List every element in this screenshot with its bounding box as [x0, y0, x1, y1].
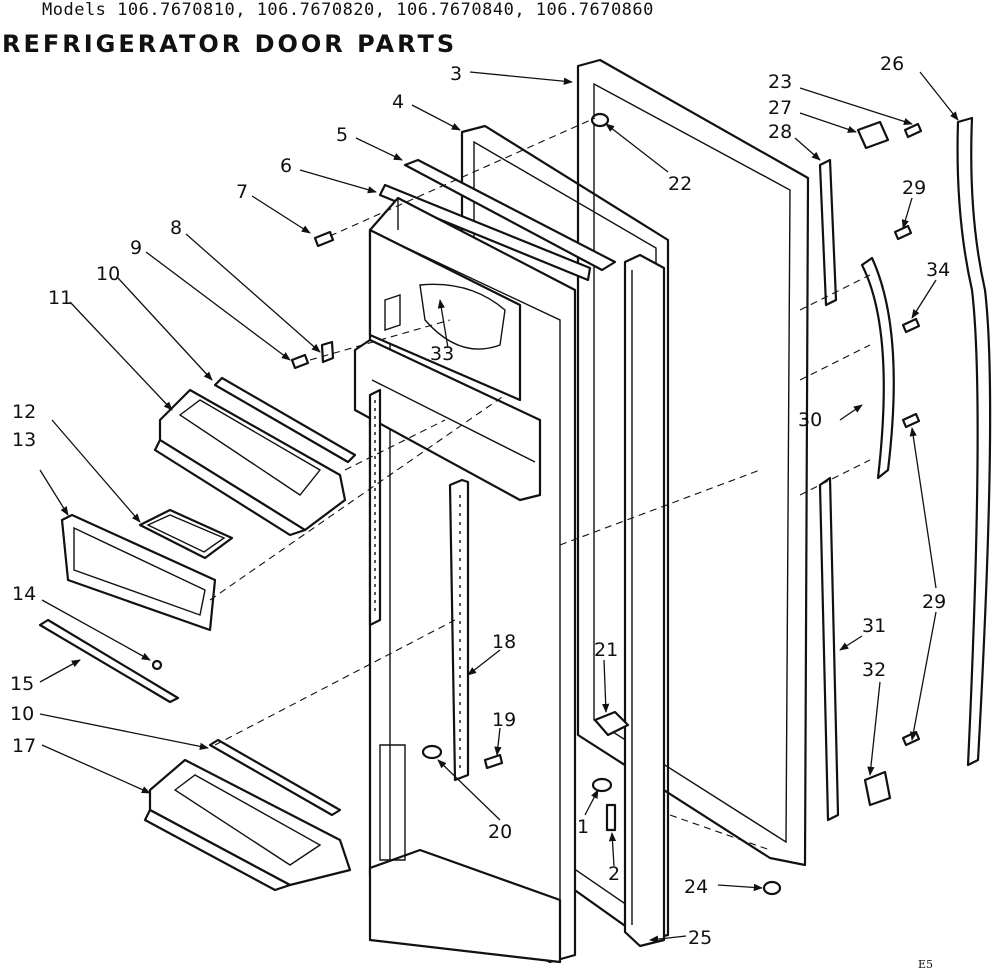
callout-26: 26 [880, 53, 904, 75]
shelf-stud [421, 744, 443, 760]
alignment-line [799, 274, 871, 311]
callout-20: 20 [488, 821, 512, 843]
handle-screw-lower [901, 412, 921, 429]
small-screw [151, 659, 163, 671]
alignment-line [329, 117, 596, 237]
alignment-line [799, 344, 871, 381]
bin-frame [60, 513, 217, 632]
spring-clip [320, 340, 335, 364]
callout-33: 33 [430, 343, 454, 365]
callout-34: 34 [926, 259, 950, 281]
diagram-title: REFRIGERATOR DOOR PARTS [2, 30, 458, 58]
alignment-line [669, 814, 771, 851]
outer-door-panel [576, 58, 810, 867]
alignment-line [309, 319, 451, 361]
dispenser-housing [353, 228, 542, 627]
upper-door-bin [153, 388, 347, 537]
alignment-line [799, 459, 871, 496]
callout-8: 8 [170, 217, 182, 239]
callout-labels: 3 4 5 6 7 8 9 10 11 12 13 14 15 10 17 18… [10, 53, 950, 949]
callout-3: 3 [450, 63, 462, 85]
callout-2: 2 [608, 863, 620, 885]
lower-handle-trim [818, 476, 840, 822]
callout-1: 1 [577, 816, 589, 838]
callout-24: 24 [684, 876, 708, 898]
callout-31: 31 [862, 615, 886, 637]
lower-door-bin [143, 758, 352, 892]
callout-32: 32 [862, 659, 886, 681]
upper-bin-trim-bar [213, 376, 357, 464]
callout-6: 6 [280, 155, 292, 177]
handle-screw-top [903, 122, 923, 139]
callout-9: 9 [130, 237, 142, 259]
hinge-plate [593, 710, 630, 737]
callout-30: 30 [798, 409, 822, 431]
bottom-hinge-bushing [762, 880, 782, 896]
top-trim [378, 183, 592, 282]
upper-handle-trim [818, 158, 838, 307]
callout-11: 11 [48, 287, 72, 309]
callout-10-lower: 10 [10, 703, 34, 725]
handle-screw-bottom [901, 730, 921, 747]
callout-25: 25 [688, 927, 712, 949]
top-breaker-strip [403, 158, 617, 272]
bottom-trim-strip [38, 618, 180, 704]
callout-29-lower: 29 [922, 591, 946, 613]
rail-screw [483, 753, 504, 770]
side-trim-strip [623, 253, 666, 948]
door-handle [860, 256, 895, 480]
lower-bin-trim-bar [208, 738, 342, 817]
button-pin [290, 353, 310, 370]
alignment-line [344, 419, 446, 471]
callout-18: 18 [492, 631, 516, 653]
leader-lines [39, 71, 959, 943]
handle-cover-strip [956, 116, 992, 767]
top-hinge-bushing [590, 112, 610, 128]
plug-button [313, 230, 335, 248]
handle-mount [863, 770, 892, 807]
hinge-pin [605, 803, 617, 832]
handle-cap [856, 120, 890, 150]
callout-22: 22 [668, 173, 692, 195]
corner-code: E5 [918, 958, 934, 971]
callout-15: 15 [10, 673, 34, 695]
callout-21: 21 [594, 639, 618, 661]
alignment-line [214, 619, 456, 746]
callout-23: 23 [768, 71, 792, 93]
callout-17: 17 [12, 735, 36, 757]
callout-4: 4 [392, 91, 404, 113]
callout-29-upper: 29 [902, 177, 926, 199]
callout-14: 14 [12, 583, 36, 605]
liner-shelf-rail [448, 478, 470, 782]
handle-screw-mid [901, 317, 921, 334]
callout-7: 7 [236, 181, 248, 203]
bin-divider [138, 508, 234, 560]
callout-12: 12 [12, 401, 36, 423]
hinge-bushing [591, 777, 613, 793]
callout-28: 28 [768, 121, 792, 143]
callout-27: 27 [768, 97, 792, 119]
callout-13: 13 [12, 429, 36, 451]
callout-19: 19 [492, 709, 516, 731]
models-line: Models 106.7670810, 106.7670820, 106.767… [42, 0, 654, 20]
callout-10-upper: 10 [96, 263, 120, 285]
callout-5: 5 [336, 124, 348, 146]
